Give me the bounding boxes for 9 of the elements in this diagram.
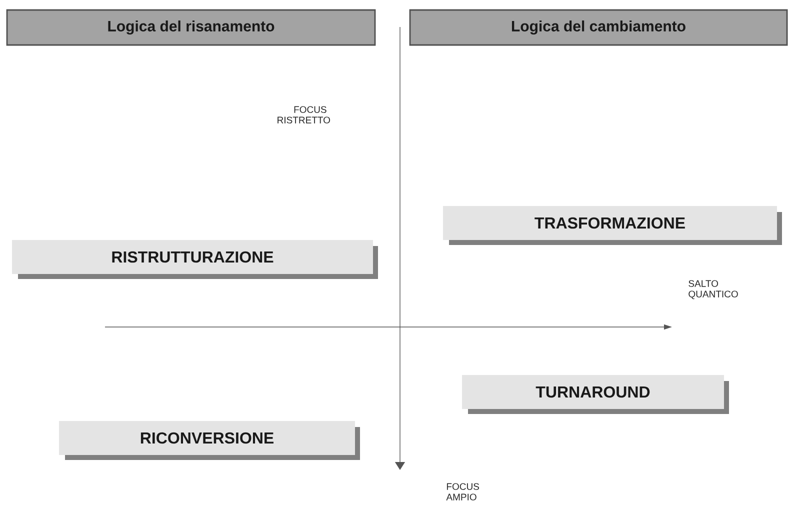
quadrant-box: RISTRUTTURAZIONE <box>12 240 378 279</box>
header-box: Logica del risanamento <box>6 9 376 46</box>
quadrant-box: TURNAROUND <box>462 375 729 414</box>
quadrant-box: RICONVERSIONE <box>59 421 360 460</box>
axis-label: FOCUS RISTRETTO <box>278 106 330 124</box>
axis-label: SALTO QUANTICO <box>688 280 738 300</box>
axis-label: FOCUS AMPIO <box>446 483 479 500</box>
quadrant-box: TRASFORMAZIONE <box>443 206 782 245</box>
header-box: Logica del cambiamento <box>409 9 788 46</box>
